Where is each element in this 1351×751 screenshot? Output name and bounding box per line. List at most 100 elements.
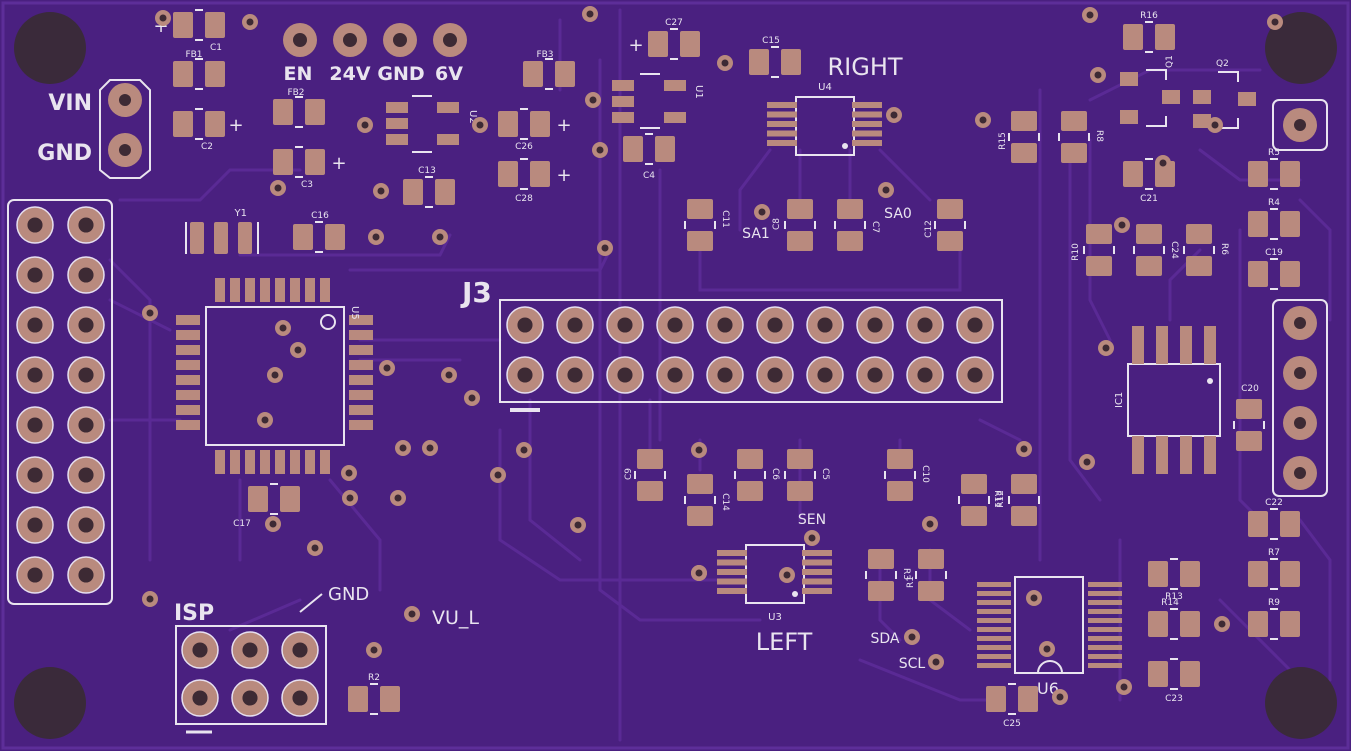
j3-pin <box>706 356 744 394</box>
component-fb2: FB2 <box>273 88 325 128</box>
refdes-r3: R3 <box>901 568 911 580</box>
refdes-r2: R2 <box>368 673 380 683</box>
refdes-ic1: IC1 <box>1114 392 1125 408</box>
refdes-y1: Y1 <box>234 208 247 219</box>
u3-pad <box>717 569 747 575</box>
u5-pad <box>349 315 373 325</box>
left-header-pin <box>16 556 54 594</box>
u4-pad <box>852 111 882 118</box>
j3-pin <box>756 306 794 344</box>
component-r10: R10 <box>1071 224 1115 276</box>
isp-pin <box>181 679 219 717</box>
via <box>395 440 411 456</box>
refdes-r15: R15 <box>998 132 1008 150</box>
via <box>472 117 488 133</box>
u6-pad <box>1088 600 1122 605</box>
u5-pad <box>320 450 330 474</box>
refdes-r13: R13 <box>1165 592 1183 602</box>
via <box>975 112 991 128</box>
via <box>142 591 158 607</box>
component-r2: R2 <box>348 673 400 715</box>
u5-pad <box>349 345 373 355</box>
j3-pin <box>656 356 694 394</box>
refdes-r10: R10 <box>1071 243 1081 261</box>
refdes-c15: C15 <box>762 36 780 46</box>
via <box>1207 117 1223 133</box>
component-r5: R5 <box>1248 148 1300 190</box>
u6-pad <box>1088 645 1122 650</box>
component-r6: R6 <box>1183 224 1229 276</box>
refdes-c4: C4 <box>643 171 655 181</box>
via <box>379 360 395 376</box>
component-c23: C23 <box>1148 658 1200 704</box>
u3-pad <box>717 578 747 585</box>
component-c19: C19 <box>1248 248 1300 290</box>
component-c13: C13 <box>403 166 455 208</box>
label-j3: J3 <box>460 276 492 309</box>
via <box>1114 217 1130 233</box>
j3-pin <box>556 356 594 394</box>
j3-pin <box>906 306 944 344</box>
component-r12: R12 <box>996 474 1040 526</box>
via <box>357 117 373 133</box>
j3-pin <box>606 356 644 394</box>
via <box>341 465 357 481</box>
vias <box>142 6 1283 705</box>
u5-pad <box>230 450 240 474</box>
j3-header: J3 <box>460 276 1003 412</box>
refdes-r6: R6 <box>1219 243 1229 255</box>
u6-pad <box>977 645 1011 650</box>
refdes-c16: C16 <box>311 211 329 221</box>
label-6v: 6V <box>435 63 463 85</box>
refdes-r1: R1 <box>906 576 916 588</box>
left-header-pin <box>67 306 105 344</box>
component-c14: C14 <box>684 474 730 526</box>
component-c3: C3+ <box>273 146 347 190</box>
polarity-mark: + <box>331 153 346 174</box>
refdes-c10: C10 <box>920 465 930 483</box>
via <box>290 342 306 358</box>
isp-pin <box>231 679 269 717</box>
u5-pad <box>349 375 373 385</box>
refdes-c5: C5 <box>820 468 830 480</box>
refdes-fb1: FB1 <box>185 50 202 60</box>
via <box>804 530 820 546</box>
via <box>270 180 286 196</box>
u5-pad <box>260 450 270 474</box>
refdes-r16: R16 <box>1140 11 1158 21</box>
j3-pin <box>806 306 844 344</box>
label-sa1: SA1 <box>742 226 770 242</box>
u5-pad <box>290 278 300 302</box>
polarity-mark: + <box>628 35 643 56</box>
component-r9: R9 <box>1248 598 1300 640</box>
component-c24: C24 <box>1133 224 1179 276</box>
via <box>691 442 707 458</box>
refdes-c13: C13 <box>418 166 436 176</box>
component-c28: C28+ <box>498 158 572 204</box>
refdes-c6: C6 <box>770 468 780 480</box>
via <box>1039 641 1055 657</box>
via <box>404 606 420 622</box>
refdes-r7: R7 <box>1268 548 1280 558</box>
component-r16: R16 <box>1123 11 1175 53</box>
u5-pad <box>230 278 240 302</box>
u5-pad <box>245 450 255 474</box>
left-header-pin <box>67 356 105 394</box>
via <box>922 516 938 532</box>
refdes-c19: C19 <box>1265 248 1283 258</box>
label-isp-gnd: GND <box>328 584 369 605</box>
refdes-r11: R11 <box>992 490 1002 508</box>
refdes-c21: C21 <box>1140 194 1158 204</box>
refdes-q2: Q2 <box>1216 59 1229 69</box>
u6-pad <box>1088 609 1122 614</box>
via <box>570 517 586 533</box>
via <box>585 92 601 108</box>
component-r13: R13 <box>1148 558 1200 602</box>
refdes-c28: C28 <box>515 194 533 204</box>
via <box>1082 7 1098 23</box>
u5-pad <box>176 330 200 340</box>
refdes-r12: R12 <box>996 490 1006 508</box>
u5-pad <box>176 360 200 370</box>
component-r8: R8 <box>1058 111 1104 163</box>
component-c10: C10 <box>884 449 930 501</box>
